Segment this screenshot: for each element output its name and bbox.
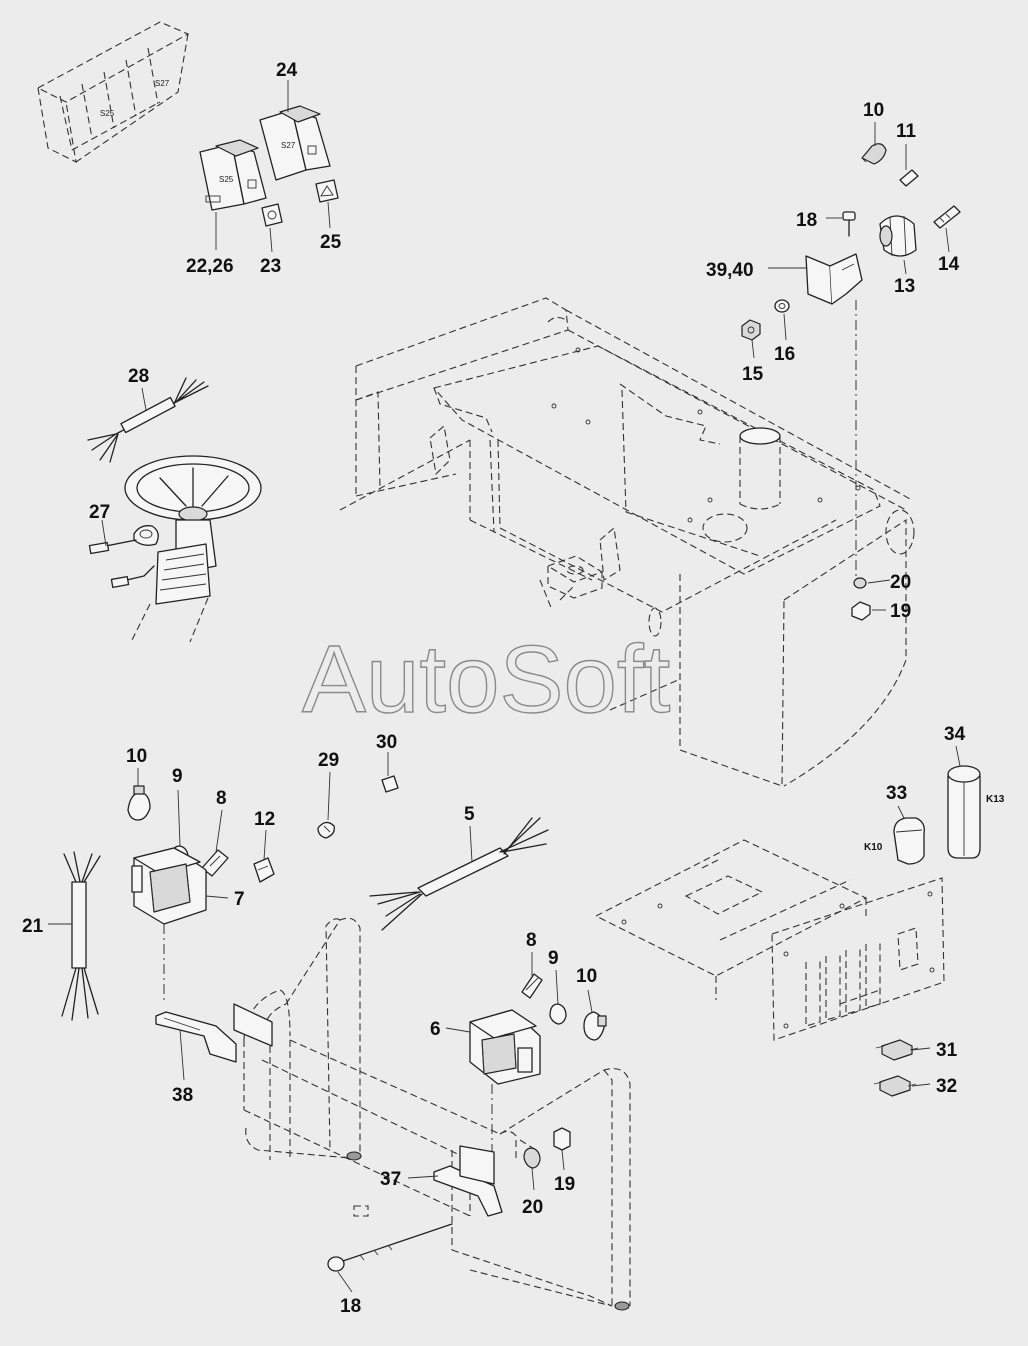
symbol-plate-25 bbox=[315, 179, 339, 203]
label-part-9-mid: 9 bbox=[172, 766, 183, 787]
panel-marking-s25: S25 bbox=[100, 109, 115, 118]
steering-wheel bbox=[124, 455, 262, 522]
bolt-18-top bbox=[842, 211, 856, 237]
clip-30 bbox=[381, 775, 399, 793]
label-part-27: 27 bbox=[89, 502, 110, 523]
relay-k13: K13 bbox=[947, 765, 1005, 859]
label-part-10-mid: 10 bbox=[126, 746, 147, 767]
label-part-37: 37 bbox=[380, 1169, 401, 1190]
label-part-28: 28 bbox=[128, 366, 149, 387]
screw-14 bbox=[933, 205, 961, 229]
label-part-19-low: 19 bbox=[554, 1174, 575, 1195]
svg-text:S25: S25 bbox=[219, 175, 234, 184]
label-part-5: 5 bbox=[464, 804, 475, 825]
washer-20-top bbox=[853, 577, 867, 589]
bulb-8-low bbox=[521, 973, 543, 999]
rocker-switch-s27: S27 bbox=[259, 105, 331, 181]
nut-15 bbox=[741, 319, 761, 341]
svg-text:K10: K10 bbox=[864, 842, 883, 853]
label-part-22-26: 22,26 bbox=[186, 256, 234, 277]
bulb-9-low bbox=[549, 1003, 567, 1025]
label-part-15: 15 bbox=[742, 364, 764, 385]
mounting-bracket-39-40 bbox=[805, 253, 863, 305]
wiring-harness-5 bbox=[369, 817, 549, 931]
ignition-key-27 bbox=[88, 525, 159, 555]
seat-bracket bbox=[546, 555, 604, 599]
label-part-6: 6 bbox=[430, 1019, 441, 1040]
symbol-plate-23 bbox=[261, 203, 283, 227]
rotating-beacon-13 bbox=[879, 215, 917, 257]
svg-text:S27: S27 bbox=[281, 141, 296, 150]
label-part-34: 34 bbox=[944, 724, 966, 745]
wiring-harness-28 bbox=[87, 377, 209, 463]
nut-19-low bbox=[553, 1127, 571, 1151]
label-part-18-low: 18 bbox=[340, 1296, 361, 1317]
bulb-11 bbox=[899, 169, 919, 187]
svg-text:K13: K13 bbox=[986, 794, 1005, 805]
bulb-8-mid bbox=[201, 849, 229, 877]
label-part-8-mid: 8 bbox=[216, 788, 227, 809]
label-part-7: 7 bbox=[234, 889, 245, 910]
operator-frame-outline bbox=[339, 297, 915, 787]
pedal-right bbox=[599, 526, 621, 581]
label-part-30: 30 bbox=[376, 732, 397, 753]
label-part-14: 14 bbox=[938, 254, 960, 275]
fuse-31 bbox=[875, 1039, 919, 1061]
mounting-plate-guard bbox=[233, 1003, 273, 1047]
bulb-10-top bbox=[861, 143, 887, 165]
bracket-37 bbox=[433, 1145, 503, 1217]
label-part-11: 11 bbox=[896, 121, 917, 142]
label-part-10-low: 10 bbox=[576, 966, 597, 987]
pedal-left bbox=[429, 424, 451, 476]
leader-lines bbox=[48, 80, 961, 1293]
connector-12 bbox=[253, 857, 275, 883]
work-light-7 bbox=[131, 847, 207, 1004]
label-part-20-top: 20 bbox=[890, 572, 911, 593]
steering-column-tube bbox=[702, 427, 781, 543]
rocker-switch-s25: S25 bbox=[199, 139, 267, 211]
fuse-box-plate bbox=[594, 839, 945, 1041]
panel-marking-s27: S27 bbox=[155, 79, 170, 88]
label-part-10-top: 10 bbox=[863, 100, 884, 121]
bolt-18-low bbox=[327, 1223, 453, 1272]
label-part-32: 32 bbox=[936, 1076, 957, 1097]
label-part-8-low: 8 bbox=[526, 930, 537, 951]
cable-clip-29 bbox=[317, 821, 335, 839]
label-part-16: 16 bbox=[774, 344, 795, 365]
label-part-9-low: 9 bbox=[548, 948, 559, 969]
label-part-29: 29 bbox=[318, 750, 339, 771]
label-part-20-low: 20 bbox=[522, 1197, 543, 1218]
label-part-12: 12 bbox=[254, 809, 275, 830]
part-labels: 24 22,26 23 25 10 11 18 14 13 39,40 15 1… bbox=[22, 60, 966, 1317]
bulb-10-mid bbox=[127, 785, 151, 821]
nut-19-top bbox=[851, 601, 871, 621]
label-part-18-top: 18 bbox=[796, 210, 817, 231]
relay-k10: K10 bbox=[864, 817, 925, 865]
label-part-31: 31 bbox=[936, 1040, 958, 1061]
washer-16 bbox=[774, 299, 790, 313]
label-part-39-40: 39,40 bbox=[706, 260, 754, 281]
label-part-23: 23 bbox=[260, 256, 281, 277]
bulb-10-low bbox=[583, 1011, 607, 1041]
washer-20-low bbox=[523, 1147, 541, 1169]
front-guard-frame bbox=[243, 917, 631, 1311]
label-part-25: 25 bbox=[320, 232, 342, 253]
switch-panel-frame: S25 S27 bbox=[36, 21, 190, 163]
label-part-33: 33 bbox=[886, 783, 907, 804]
bracket-38 bbox=[155, 1011, 237, 1063]
work-light-6 bbox=[469, 1009, 541, 1170]
label-part-24: 24 bbox=[276, 60, 298, 81]
steering-column-boot bbox=[110, 519, 217, 643]
watermark-text: AutoSoft bbox=[302, 626, 670, 733]
fuse-32 bbox=[873, 1075, 917, 1097]
label-part-19-top: 19 bbox=[890, 601, 911, 622]
label-part-21: 21 bbox=[22, 916, 44, 937]
label-part-38: 38 bbox=[172, 1085, 193, 1106]
wiring-harness-21 bbox=[61, 851, 101, 1021]
label-part-13: 13 bbox=[894, 276, 915, 297]
